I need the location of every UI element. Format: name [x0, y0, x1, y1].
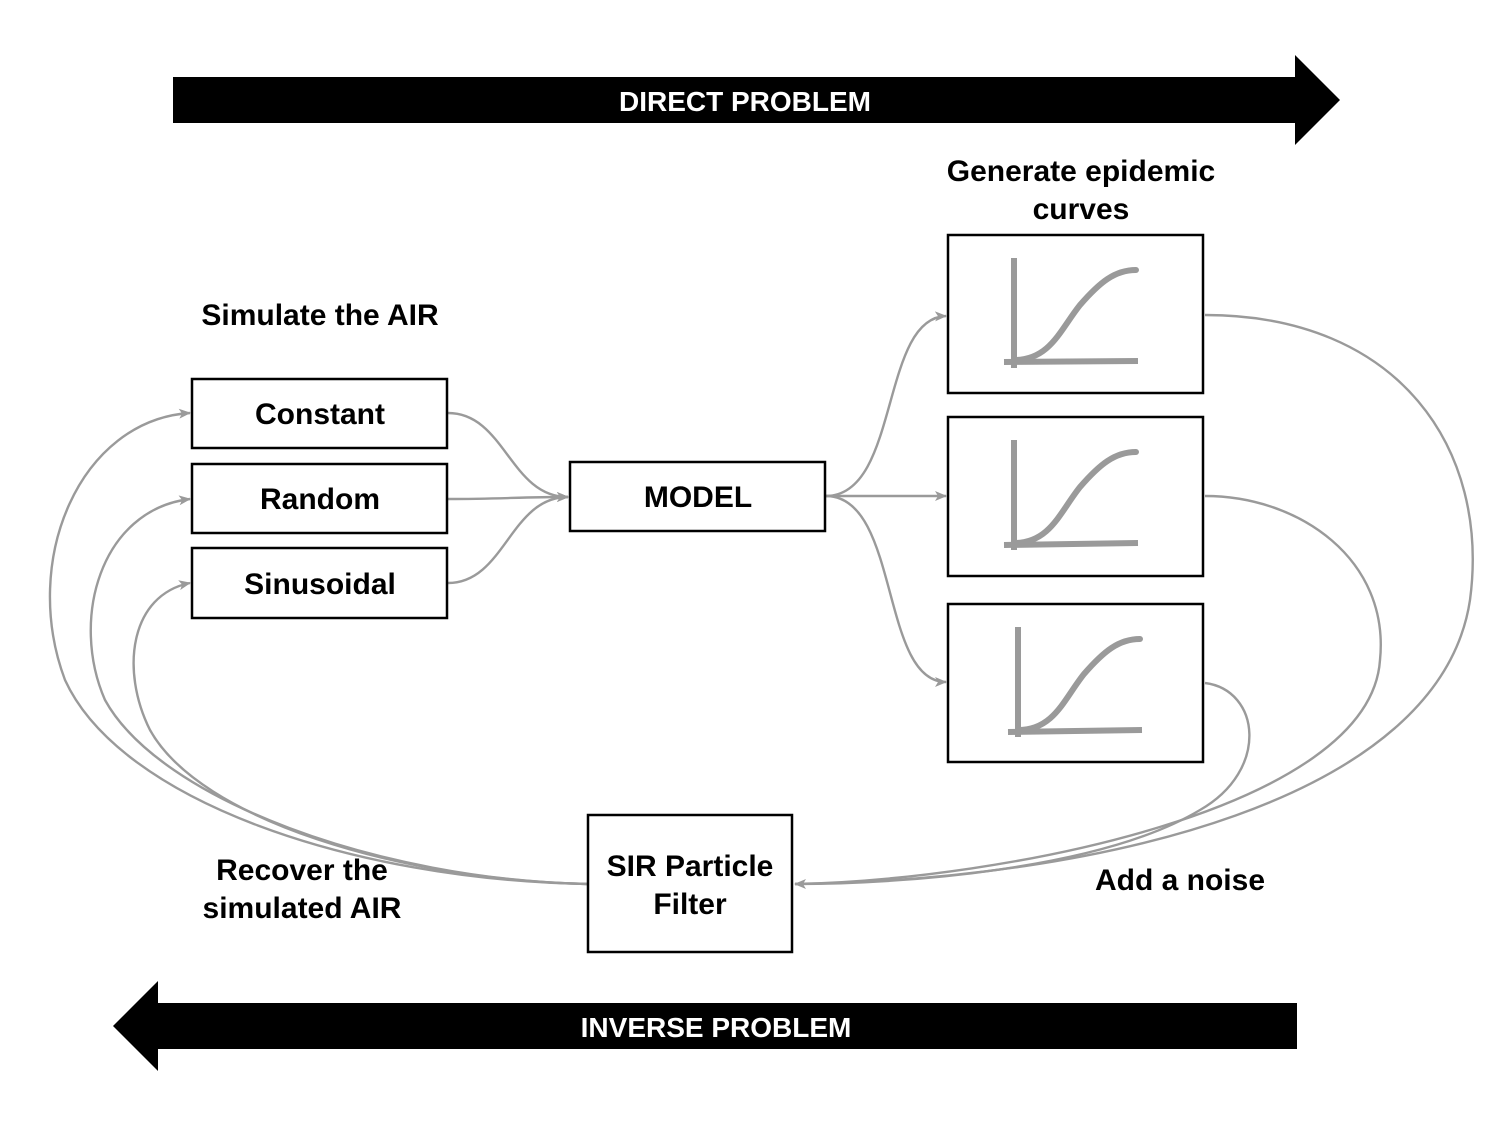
random-box-label: Random [260, 483, 380, 516]
inverse-problem-arrow-icon [113, 981, 1297, 1071]
curve3-to-filter-arrow [794, 681, 1251, 889]
simulate-air-label: Simulate the AIR [201, 299, 439, 332]
sinusoidal-to-model-arrow [447, 492, 569, 585]
constant-box-label: Constant [255, 398, 385, 431]
filter-to-constant-arrow [48, 408, 589, 886]
model-to-curve3-arrow [825, 494, 947, 687]
sir-particle-filter-box: SIR Particle Filter [586, 813, 794, 954]
filter-to-sinusoidal-arrow [132, 580, 589, 886]
sigmoid-curve-icon [1007, 627, 1143, 737]
flow-connectors [48, 311, 1474, 889]
inverse-problem-label: INVERSE PROBLEM [581, 1012, 852, 1043]
sigmoid-curve-icon [1003, 440, 1139, 550]
constant-to-model-arrow [447, 411, 569, 502]
sinusoidal-box-label: Sinusoidal [244, 568, 396, 601]
generate-curves-label-line2: curves [1033, 193, 1130, 226]
random-box: Random [190, 462, 449, 535]
sinusoidal-box: Sinusoidal [190, 546, 449, 620]
filter-box-label-line1: SIR Particle [607, 850, 774, 883]
recover-air-label-line2: simulated AIR [203, 892, 402, 925]
epidemic-curve-box-3 [946, 602, 1205, 764]
generate-curves-label-line1: Generate epidemic [947, 155, 1215, 188]
constant-box: Constant [190, 377, 449, 450]
epidemic-curve-box-2 [946, 415, 1205, 578]
inverse-problem-banner: INVERSE PROBLEM [113, 981, 1297, 1071]
model-box-label: MODEL [644, 481, 752, 514]
sigmoid-curve-icon [1003, 258, 1139, 368]
direct-problem-banner: DIRECT PROBLEM [173, 55, 1340, 145]
model-to-curve1-arrow [825, 311, 947, 498]
epidemic-curve-box-1 [946, 233, 1205, 395]
filter-box-label-line2: Filter [653, 888, 727, 921]
direct-problem-arrow-icon [173, 55, 1340, 145]
random-to-model-arrow [447, 492, 569, 503]
model-box: MODEL [568, 460, 827, 533]
curve1-to-filter-arrow [794, 313, 1474, 886]
recover-air-label-line1: Recover the [216, 854, 388, 887]
direct-problem-label: DIRECT PROBLEM [619, 86, 871, 117]
add-noise-label: Add a noise [1095, 864, 1265, 897]
curve2-to-filter-arrow [794, 494, 1382, 886]
